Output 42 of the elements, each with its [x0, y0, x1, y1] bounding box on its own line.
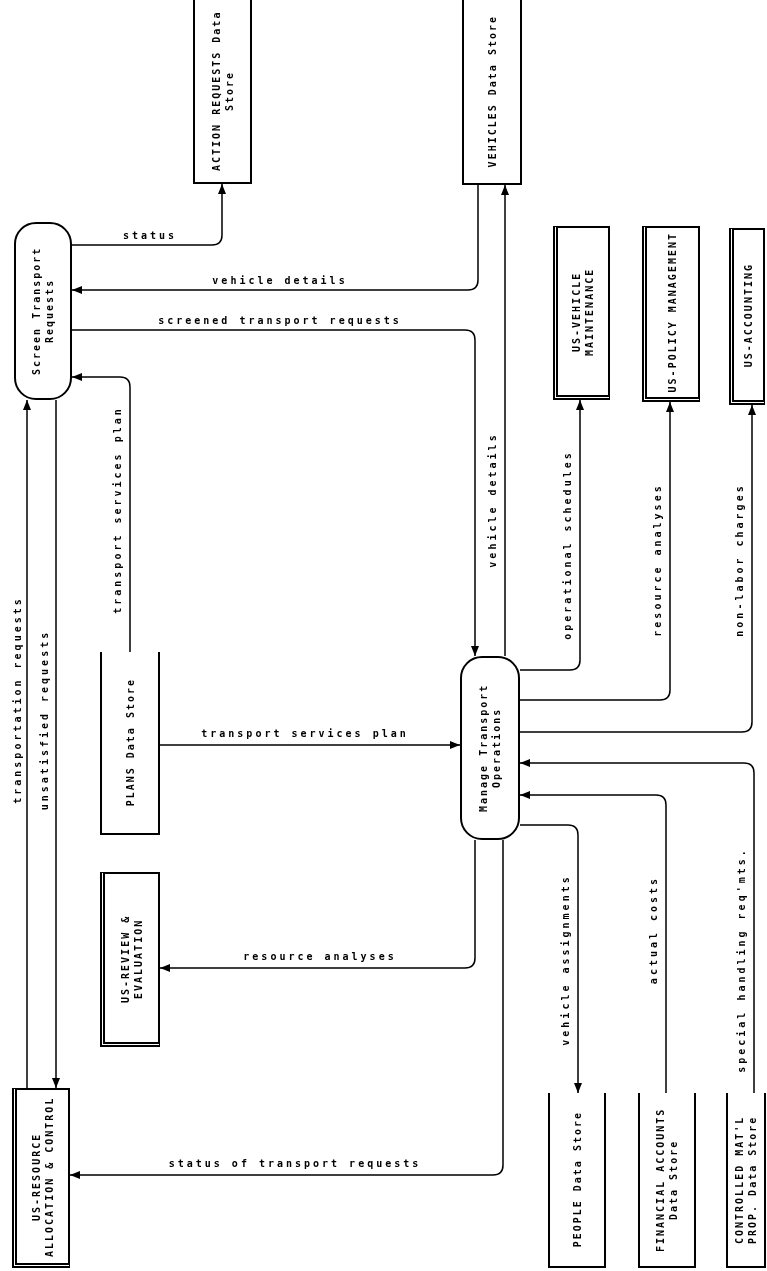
arrow: [519, 759, 755, 1094]
arrow: [519, 824, 582, 1094]
node-label: US-POLICY MANAGEMENT: [666, 232, 679, 393]
data-store: [638, 1093, 696, 1268]
data-store: [462, 0, 522, 185]
data-store: [548, 1093, 606, 1268]
arrow: [159, 839, 476, 972]
node-label: US-VEHICLE MAINTENANCE: [570, 266, 596, 358]
node-label: Manage Transport Operations: [477, 682, 503, 815]
arrow: [23, 399, 31, 1089]
arrow: [71, 329, 479, 657]
external-entity-box: [553, 226, 610, 400]
node-label: Screen Transport Requests: [30, 245, 56, 378]
arrow: [519, 401, 674, 701]
process-box: [460, 656, 520, 840]
external-entity-box: [642, 226, 700, 402]
arrow: [519, 791, 667, 1094]
arrow: [71, 183, 226, 246]
process-box: [14, 222, 72, 400]
data-store: [100, 652, 160, 835]
node-label: US-ACCOUNTING: [742, 262, 755, 368]
arrow: [52, 399, 60, 1089]
arrow: [519, 404, 756, 733]
external-entity-box: [729, 228, 765, 405]
data-store: [726, 1093, 766, 1268]
arrow: [71, 184, 479, 294]
arrow: [501, 184, 509, 657]
external-entity-box: [100, 872, 160, 1047]
node-label: US-REVIEW & EVALUATION: [118, 912, 145, 1005]
node-label: FINANCIAL ACCOUNTS Data Store: [654, 1106, 680, 1254]
arrow: [159, 741, 461, 749]
node-label: US-RESOURCE ALLOCATION & CONTROL: [29, 1095, 56, 1259]
arrow: [519, 399, 584, 671]
node-label: ACTION REQUESTS Data Store: [209, 9, 236, 174]
node-label: PEOPLE Data Store: [570, 1111, 584, 1248]
node-label: PLANS Data Store: [123, 678, 137, 807]
node-label: VEHICLES Data Store: [485, 15, 499, 168]
arrow: [69, 839, 504, 1179]
data-store: [193, 0, 252, 184]
external-entity-box: [12, 1088, 70, 1268]
node-label: CONTROLLED MAT'L PROP. Data Store: [733, 1114, 759, 1246]
arrow: [71, 373, 131, 653]
